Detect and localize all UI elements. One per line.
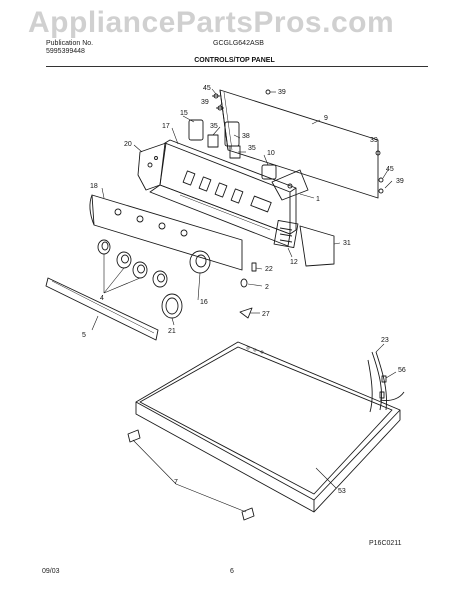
top-panel — [135, 341, 401, 513]
small-parts — [239, 262, 257, 319]
callout-2: 2 — [265, 284, 269, 291]
dial-ring — [161, 293, 183, 319]
callout-10: 10 — [267, 150, 275, 157]
callout-16: 16 — [200, 299, 208, 306]
callout-53: 53 — [338, 488, 346, 495]
wire-harness — [367, 351, 405, 413]
callout-21: 21 — [168, 328, 176, 335]
callout-45-right: 45 — [386, 166, 394, 173]
callout-39-lower-right: 39 — [396, 178, 404, 185]
panel-screws — [212, 89, 384, 194]
callout-38: 38 — [242, 133, 250, 140]
callout-39-top-right: 39 — [278, 89, 286, 96]
electronic-board — [271, 169, 309, 201]
callout-1: 1 — [316, 196, 320, 203]
trim-strip — [45, 277, 159, 341]
callout-12: 12 — [290, 259, 298, 266]
callout-5: 5 — [82, 332, 86, 339]
leader-lines — [91, 88, 397, 513]
callout-18: 18 — [90, 183, 98, 190]
right-end-cap — [273, 219, 335, 267]
control-switches — [188, 119, 277, 180]
rear-control-panel — [219, 89, 379, 199]
callout-4: 4 — [100, 295, 104, 302]
left-end-cap — [137, 142, 167, 191]
callout-39-top-left: 39 — [201, 99, 209, 106]
publication-label: Publication No. — [46, 40, 94, 47]
callout-23: 23 — [381, 337, 389, 344]
header-rule — [46, 66, 428, 67]
callout-45-top: 45 — [203, 85, 211, 92]
control-knobs — [97, 239, 168, 288]
callout-31: 31 — [343, 240, 351, 247]
callout-35-lower: 35 — [248, 145, 256, 152]
callout-35-upper: 35 — [210, 123, 218, 130]
diagram-code: P16C0211 — [369, 540, 402, 547]
lid-hinges — [127, 429, 255, 521]
callout-20: 20 — [124, 141, 132, 148]
section-title: CONTROLS/TOP PANEL — [194, 57, 275, 64]
watermark-logo: AppliancePartsPros.com — [28, 6, 395, 39]
callout-15: 15 — [180, 110, 188, 117]
callout-56: 56 — [398, 367, 406, 374]
model-number: GCGLG642ASB — [213, 40, 264, 47]
control-panel-overlay — [89, 194, 243, 271]
callout-39-right: 39 — [370, 137, 378, 144]
callout-9: 9 — [324, 115, 328, 122]
footer-date: 09/03 — [42, 568, 60, 575]
callout-7: 7 — [174, 479, 178, 486]
callout-labels: 45 39 39 9 15 35 38 17 20 35 10 39 45 39… — [82, 85, 406, 495]
page-number: 6 — [230, 568, 234, 575]
callout-22: 22 — [265, 266, 273, 273]
callout-17: 17 — [162, 123, 170, 130]
publication-number: 5995399448 — [46, 48, 85, 55]
timer-knob — [189, 250, 211, 274]
callout-27: 27 — [262, 311, 270, 318]
